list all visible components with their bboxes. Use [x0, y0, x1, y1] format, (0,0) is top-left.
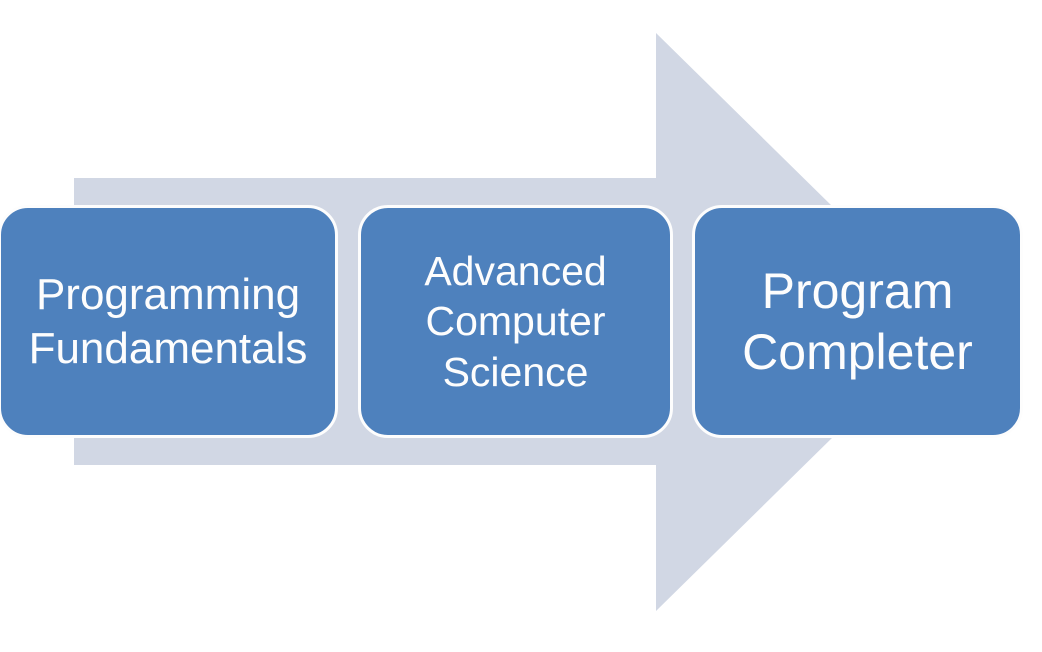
process-step-label: Programming Fundamentals	[28, 269, 308, 373]
process-step-program-completer: Program Completer	[692, 205, 1023, 438]
process-step-programming-fundamentals: Programming Fundamentals	[0, 205, 338, 438]
process-step-label: Program Completer	[742, 262, 973, 380]
process-step-label: Advanced Computer Science	[424, 248, 607, 395]
process-step-advanced-computer-science: Advanced Computer Science	[358, 205, 673, 438]
